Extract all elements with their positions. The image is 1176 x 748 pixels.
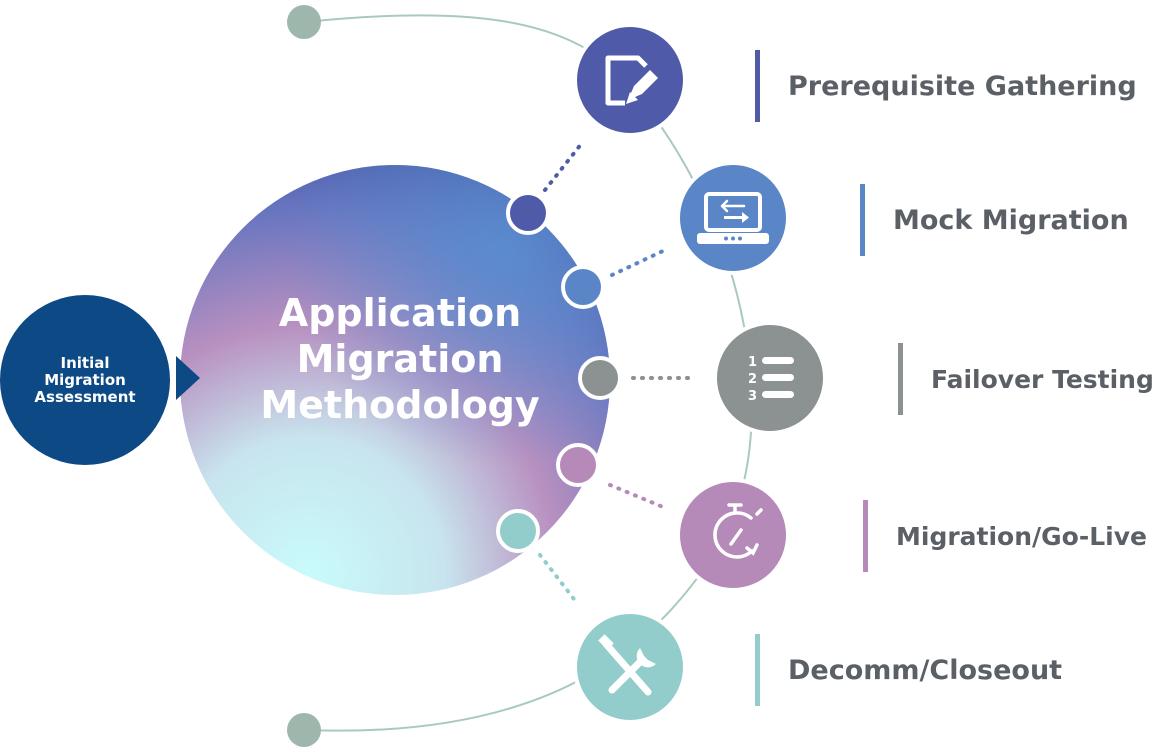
step-label-decomm-closeout: Decomm/Closeout — [755, 634, 1062, 706]
laptop-transfer-icon — [697, 192, 769, 244]
connector-5 — [538, 553, 579, 605]
connector-1 — [543, 141, 584, 192]
stopwatch-icon — [713, 503, 763, 559]
edge-dot-5 — [496, 509, 540, 553]
center-title-line-1: Application — [278, 291, 522, 335]
step-node-5 — [573, 610, 687, 724]
step-bar-1 — [755, 50, 760, 122]
step-label-migration-go-live: Migration/Go-Live — [863, 500, 1147, 572]
step-bar-4 — [863, 500, 868, 572]
step-node-2 — [676, 161, 790, 275]
step-text-2: Mock Migration — [893, 204, 1129, 236]
initial-line-1: Initial — [60, 353, 110, 372]
step-node-4 — [676, 478, 790, 592]
step-text-4: Migration/Go-Live — [896, 521, 1147, 551]
connector-4 — [608, 483, 665, 509]
initial-line-3: Assessment — [34, 387, 136, 406]
numbered-list-icon: 1 2 3 — [748, 355, 794, 404]
tools-icon — [598, 634, 656, 696]
svg-text:3: 3 — [748, 389, 757, 404]
step-text-1: Prerequisite Gathering — [788, 70, 1137, 102]
step-node-3: 1 2 3 — [713, 321, 827, 435]
initial-pointer — [176, 356, 200, 400]
initial-line-2: Migration — [44, 370, 126, 389]
edge-dot-3 — [578, 356, 622, 400]
step-bar-5 — [755, 634, 760, 706]
arc-end-dot-top — [287, 5, 321, 39]
step-label-failover-testing: Failover Testing — [898, 343, 1154, 415]
step-bar-2 — [860, 184, 865, 256]
edge-dot-4 — [556, 443, 600, 487]
center-title: Application Migration Methodology — [245, 290, 555, 428]
step-label-prerequisite-gathering: Prerequisite Gathering — [755, 50, 1137, 122]
svg-text:2: 2 — [748, 372, 757, 387]
step-text-3: Failover Testing — [931, 364, 1154, 394]
arc-end-dot-bottom — [287, 713, 321, 747]
center-title-line-2: Migration — [296, 337, 504, 381]
center-title-line-3: Methodology — [260, 383, 540, 427]
step-label-mock-migration: Mock Migration — [860, 184, 1129, 256]
edge-dot-2 — [561, 265, 605, 309]
step-bar-3 — [898, 343, 903, 415]
center-sphere-highlight — [180, 165, 610, 595]
step-node-1 — [573, 23, 687, 137]
connector-2 — [610, 248, 667, 277]
edge-dot-1 — [506, 191, 550, 235]
step-text-5: Decomm/Closeout — [788, 654, 1063, 686]
document-edit-icon — [605, 55, 658, 106]
initial-assessment-node: Initial Migration Assessment — [0, 295, 170, 465]
svg-text:1: 1 — [748, 355, 757, 370]
